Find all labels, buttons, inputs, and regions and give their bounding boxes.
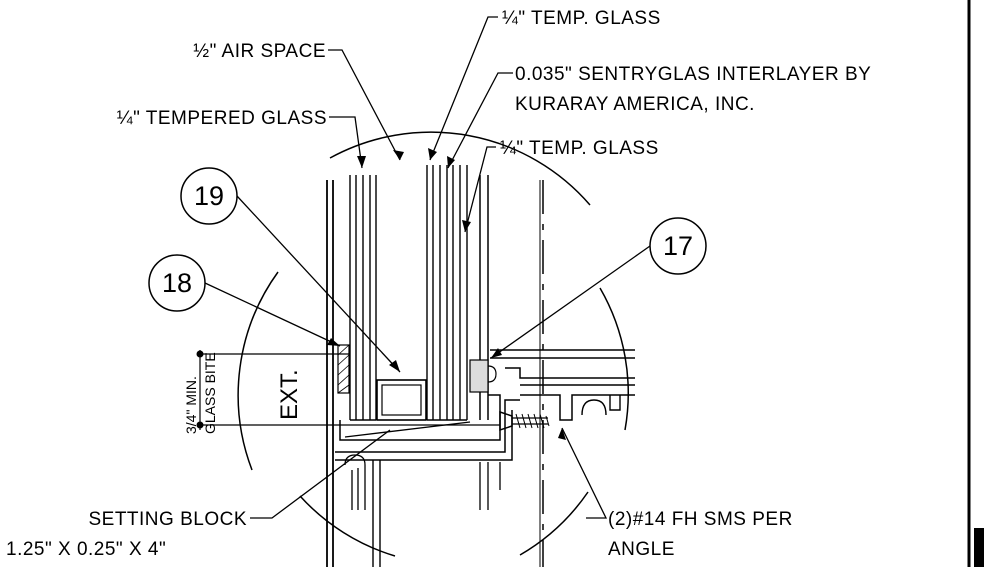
callout-tempered-glass: ¼" TEMPERED GLASS: [117, 108, 327, 129]
callout-temp-glass-top: ¼" TEMP. GLASS: [502, 8, 661, 29]
spacer: [376, 379, 427, 421]
glazing-tape: [337, 344, 350, 394]
glass-bite-line1: 3/4" MIN.: [183, 376, 199, 434]
detail-tag-18-label: 18: [162, 268, 192, 298]
setting-block: [344, 421, 471, 438]
glass-bite-dimension: [196, 350, 500, 430]
callout-setting-block-line1: SETTING BLOCK: [88, 509, 247, 530]
detail-boundary-circle: [237, 131, 629, 557]
callout-screws-line2: ANGLE: [608, 539, 675, 560]
mullion-extrusion: [490, 349, 635, 421]
detail-tag-17-label: 17: [663, 231, 693, 261]
insulated-glass-unit: [349, 165, 468, 421]
frame-section: [326, 175, 544, 567]
detail-tag-19-label: 19: [194, 181, 224, 211]
leader-lines: [204, 16, 651, 519]
detail-tag-18: 18: [148, 254, 206, 312]
callout-screws-line1: (2)#14 FH SMS PER: [608, 509, 793, 530]
exterior-label: EXT.: [276, 369, 303, 420]
detail-tag-19: 19: [180, 167, 238, 225]
interior-gasket: [469, 359, 497, 393]
callout-interlayer-line2: KURARAY AMERICA, INC.: [515, 94, 755, 115]
sheet-metal-screw: [499, 410, 550, 432]
callout-setting-block-line2: 1.25" X 0.25" X 4": [6, 539, 166, 560]
detail-tag-17: 17: [649, 217, 707, 275]
glass-bite-line2: GLASS BITE: [202, 352, 218, 434]
sheet-border: [967, 0, 984, 567]
callout-air-space: ½" AIR SPACE: [193, 41, 326, 62]
callout-temp-glass-inner: ¼" TEMP. GLASS: [500, 138, 659, 159]
sill-extrusion: [335, 394, 520, 567]
callout-interlayer-line1: 0.035" SENTRYGLAS INTERLAYER BY: [515, 64, 871, 85]
